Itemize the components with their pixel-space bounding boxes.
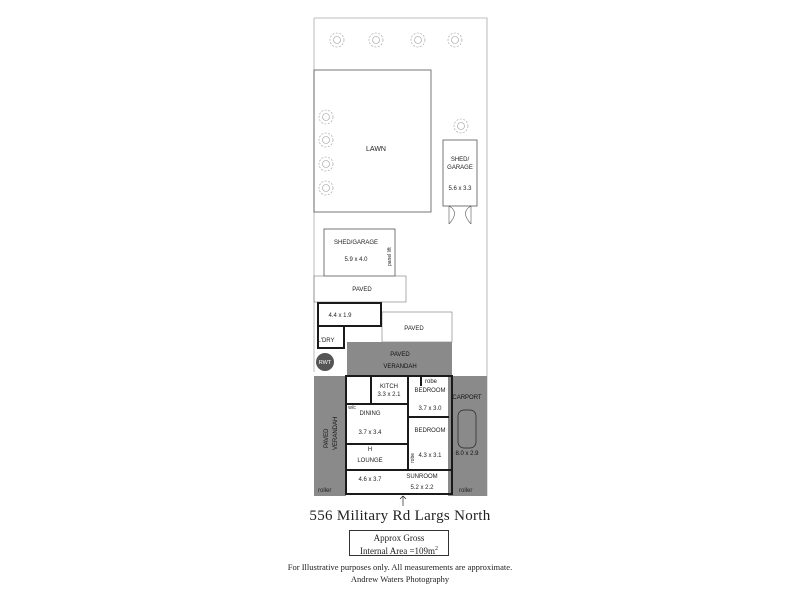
tree-icons bbox=[318, 32, 469, 196]
carport-dims: 8.0 x 2.9 bbox=[455, 451, 479, 457]
disclaimer-line2: Andrew Waters Photography bbox=[350, 574, 450, 584]
lounge-dims: 4.6 x 3.7 bbox=[358, 477, 382, 483]
rear-shed-label-1: SHED/ bbox=[451, 157, 470, 163]
address-title: 556 Military Rd Largs North bbox=[309, 508, 491, 524]
rear-shed-garage bbox=[442, 139, 478, 207]
panel-lift-label: panel lift bbox=[387, 247, 393, 266]
rear-shed-dims: 5.6 x 3.3 bbox=[448, 186, 472, 192]
area-line2: Internal Area =109m2 bbox=[350, 544, 448, 557]
verandah-top bbox=[347, 342, 452, 376]
wc-label: w/c bbox=[348, 405, 356, 411]
rwt-label: RWT bbox=[319, 360, 332, 366]
verandah-side bbox=[314, 376, 346, 496]
laundry-walls bbox=[317, 326, 345, 349]
kitchen-dims: 3.3 x 2.1 bbox=[377, 392, 401, 398]
shed-garage-dims: 5.9 x 4.0 bbox=[344, 257, 368, 263]
robe-top-label: robe bbox=[425, 379, 438, 385]
shed-garage-label: SHED/GARAGE bbox=[334, 240, 378, 246]
bedroom1-label: BEDROOM bbox=[414, 388, 445, 394]
shed-garage bbox=[323, 228, 396, 277]
area-line1: Approx Gross bbox=[373, 533, 425, 543]
dining-dims: 3.7 x 3.4 bbox=[358, 430, 382, 436]
property-boundary bbox=[314, 17, 488, 496]
lawn-label: LAWN bbox=[366, 146, 386, 153]
sunroom-dims: 5.2 x 2.2 bbox=[410, 485, 434, 491]
car-icon bbox=[457, 409, 477, 449]
paved-upper-label: PAVED bbox=[352, 287, 372, 293]
roller-left-label: roller bbox=[318, 488, 331, 494]
house-walls bbox=[345, 375, 453, 495]
area-line2-text: Internal Area =109m bbox=[359, 546, 436, 556]
disclaimer-line1: For Illustrative purposes only. All meas… bbox=[287, 562, 513, 572]
rear-shed-doors bbox=[448, 205, 472, 225]
verandah-side-label-2: VERANDAH bbox=[333, 417, 339, 450]
hall-label: H bbox=[368, 447, 372, 453]
dining-label: DINING bbox=[360, 411, 381, 417]
entry-arrow-icon bbox=[399, 495, 407, 506]
kitchen-label: KITCH bbox=[380, 384, 398, 390]
area-unit-sup: 2 bbox=[435, 546, 439, 552]
lawn-area bbox=[313, 69, 432, 213]
verandah-top-label-2: VERANDAH bbox=[383, 364, 416, 370]
bedroom2-label: BEDROOM bbox=[414, 428, 445, 434]
store-dims: 4.4 x 1.9 bbox=[328, 313, 352, 319]
carport-label: CARPORT bbox=[452, 395, 482, 401]
store-walls bbox=[317, 302, 382, 327]
verandah-side-label-1: PAVED bbox=[324, 428, 330, 448]
area-box: Approx Gross Internal Area =109m2 bbox=[349, 530, 449, 556]
bedroom1-dims: 3.7 x 3.0 bbox=[418, 406, 442, 412]
verandah-top-label-1: PAVED bbox=[390, 352, 410, 358]
laundry-label: L'DRY bbox=[317, 338, 334, 344]
paved-right-label: PAVED bbox=[404, 326, 424, 332]
rear-shed-label-2: GARAGE bbox=[447, 165, 473, 171]
carport bbox=[448, 376, 487, 496]
lounge-label: LOUNGE bbox=[357, 458, 382, 464]
sunroom-label: SUNROOM bbox=[406, 474, 437, 480]
rwt-tank bbox=[316, 353, 334, 371]
robe-side-label: robe bbox=[410, 453, 416, 463]
roller-right-label: roller bbox=[459, 488, 472, 494]
bedroom2-dims: 4.3 x 3.1 bbox=[418, 453, 442, 459]
